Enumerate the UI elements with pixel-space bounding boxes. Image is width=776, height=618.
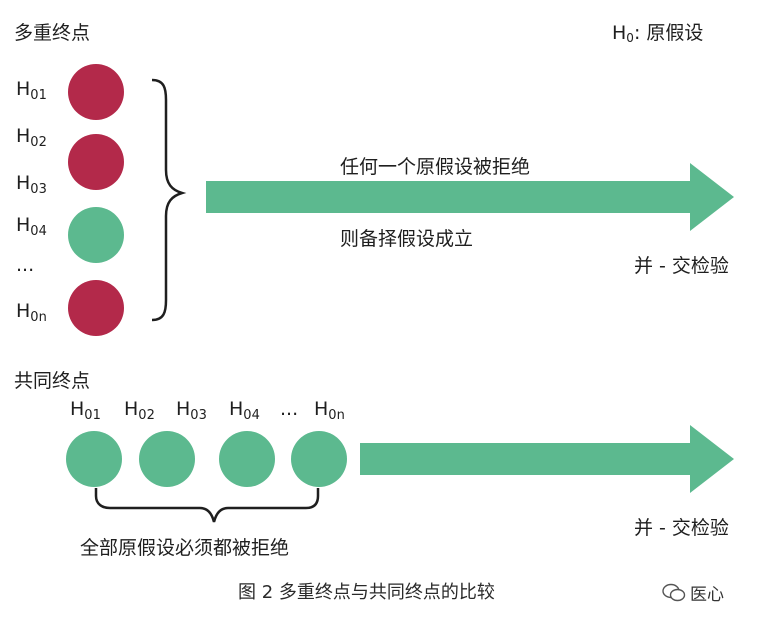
hyp-circle-02-rejected <box>68 134 124 190</box>
arrow-top-text: 任何一个原假设被拒绝 <box>340 156 531 178</box>
hyp-circle-0n-rejected <box>68 280 124 336</box>
multiple-endpoints-title: 多重终点 <box>14 22 91 44</box>
co-label-0n: H0n <box>314 398 345 423</box>
test-label-top: 并 - 交检验 <box>634 255 729 277</box>
h0-legend: H0: 原假设 <box>612 18 703 45</box>
co-primary-title: 共同终点 <box>14 370 91 392</box>
bottom-bracket <box>94 488 320 523</box>
h0-letter: H <box>612 22 627 44</box>
hyp-label-03: H03 <box>16 172 47 197</box>
co-circle-4 <box>291 431 347 487</box>
big-arrow-bottom <box>360 425 734 493</box>
hyp-label-02: H02 <box>16 125 47 150</box>
figure-caption: 图 2 多重终点与共同终点的比较 <box>238 582 495 603</box>
watermark-text: 医心 <box>690 585 724 605</box>
hyp-circle-04-accepted <box>68 207 124 263</box>
hyp-label-0n: H0n <box>16 300 47 325</box>
big-arrow-top <box>206 163 734 231</box>
co-circle-1 <box>66 431 122 487</box>
test-label-bottom: 并 - 交检验 <box>634 517 729 539</box>
co-circle-3 <box>219 431 275 487</box>
hyp-label-01: H01 <box>16 78 47 103</box>
bracket-text: 全部原假设必须都被拒绝 <box>80 537 290 559</box>
h0-sub: 0 <box>626 31 634 45</box>
co-label-03: H03 <box>176 398 207 423</box>
hyp-label-04: H04 <box>16 214 47 239</box>
h0-text: : 原假设 <box>633 22 704 44</box>
hyp-circle-01-rejected <box>68 64 124 120</box>
co-label-04: H04 <box>229 398 260 423</box>
hyp-label-ellipsis: ... <box>16 254 35 276</box>
co-circle-2 <box>139 431 195 487</box>
co-label-02: H02 <box>124 398 155 423</box>
curly-brace <box>151 78 187 322</box>
watermark: 医心 <box>662 580 724 608</box>
arrow-bottom-text: 则备择假设成立 <box>340 228 474 250</box>
chat-bubble-icon <box>662 583 686 608</box>
co-label-01: H01 <box>70 398 101 423</box>
co-label-ellipsis: ... <box>280 398 299 420</box>
